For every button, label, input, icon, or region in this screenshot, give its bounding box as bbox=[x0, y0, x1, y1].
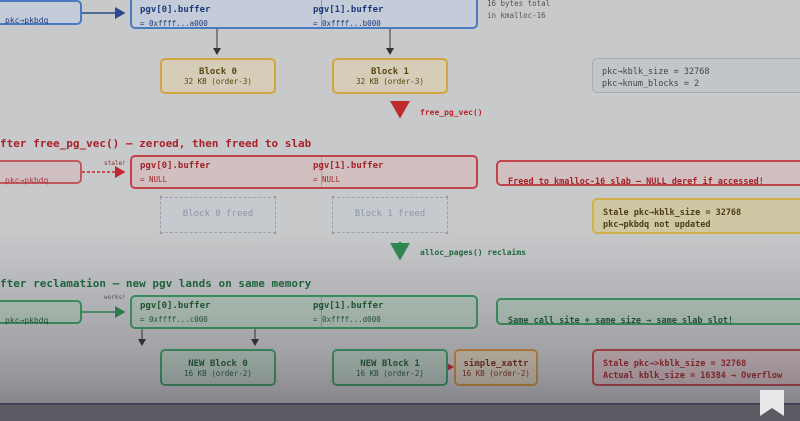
pkc-pointer-box: pkc→pkbdq bbox=[0, 300, 82, 325]
cell-value: = 0xffff...c000 bbox=[140, 315, 208, 324]
info-line: pkc→kblk_size = 32768 bbox=[602, 67, 710, 77]
pgv-cell-0: pgv[0].buffer = NULL bbox=[132, 157, 322, 187]
info-line: pkc→pkbdq not updated bbox=[603, 220, 711, 230]
pgv-cell-1: pgv[1].buffer = NULL bbox=[305, 157, 476, 187]
bottom-bar bbox=[0, 403, 800, 421]
pkc-label: pkc→pkbdq bbox=[5, 316, 49, 325]
block-title: NEW Block 1 bbox=[360, 359, 420, 369]
freed-block-0: Block 0 freed bbox=[160, 197, 276, 233]
cell-value: = NULL bbox=[140, 175, 168, 184]
section-heading-reclaimed: fter reclamation — new pgv lands on same… bbox=[0, 277, 312, 290]
freed-warning-box: Freed to kmalloc-16 slab — NULL deref if… bbox=[496, 160, 800, 187]
cell-value: = 0xffff...b000 bbox=[313, 19, 381, 28]
pkc-label: pkc→pkbdq bbox=[5, 16, 49, 25]
pkc-pointer-box: pkc→pkbdq bbox=[0, 160, 82, 185]
note-line: 16 bytes total bbox=[487, 0, 551, 8]
pgv-array-reclaimed: pgv[0].buffer = 0xffff...c000 pgv[1].buff… bbox=[130, 295, 478, 329]
block-size: 16 KB (order-2) bbox=[356, 369, 424, 378]
stale-info-box: Stale pkc→kblk_size = 32768 pkc→pkbdq not… bbox=[592, 198, 800, 234]
cell-name: pgv[0].buffer bbox=[140, 5, 211, 15]
block-size: 16 KB (order-2) bbox=[462, 369, 530, 378]
note-line: in kmalloc-16 bbox=[487, 11, 546, 20]
info-line: Stale pkc→>kblk_size = 32768 bbox=[603, 359, 747, 369]
step-label-free: free_pg_vec() bbox=[420, 108, 483, 117]
step-label-reclaim: alloc_pages() reclaims bbox=[420, 248, 526, 257]
cell-name: pgv[1].buffer bbox=[313, 301, 384, 311]
block-title: simple_xattr bbox=[463, 359, 529, 369]
cell-value: = 0xffff...a000 bbox=[140, 19, 208, 28]
block-size: 32 KB (order-3) bbox=[184, 77, 252, 86]
freed-block-1: Block 1 freed bbox=[332, 197, 448, 233]
pkc-pointer-box: pkc→pkbdq bbox=[0, 0, 82, 25]
pgv-cell-0: pgv[0].buffer = 0xffff...c000 bbox=[132, 297, 322, 327]
block-title: Block 1 bbox=[371, 67, 409, 77]
pgv-cell-1: pgv[1].buffer = 0xffff...d000 bbox=[305, 297, 476, 327]
info-line: pkc→knum_blocks = 2 bbox=[602, 79, 700, 89]
cell-value: = NULL bbox=[313, 175, 341, 184]
same-slot-note-box: Same call site + same size → same slab s… bbox=[496, 298, 800, 326]
cell-name: pgv[1].buffer bbox=[313, 5, 384, 15]
section-heading-freed: fter free_pg_vec() — zeroed, then freed … bbox=[0, 137, 312, 150]
warning-text: Freed to kmalloc-16 slab — NULL deref if… bbox=[508, 177, 764, 187]
pgv-array-freed: pgv[0].buffer = NULL pgv[1].buffer = NULL bbox=[130, 155, 478, 189]
stale-label: stale! bbox=[104, 160, 126, 167]
note-text: Same call site + same size → same slab s… bbox=[508, 316, 734, 326]
cell-value: = 0xffff...d000 bbox=[313, 315, 381, 324]
block-title: NEW Block 0 bbox=[188, 359, 248, 369]
block-title: Block 0 bbox=[199, 67, 237, 77]
cell-name: pgv[0].buffer bbox=[140, 301, 211, 311]
bookmark-icon[interactable] bbox=[758, 389, 786, 417]
kblk-info-box: pkc→kblk_size = 32768 pkc→knum_blocks = 2 bbox=[592, 58, 800, 93]
cell-name: pgv[1].buffer bbox=[313, 161, 384, 171]
pgv-array-before: pgv[0].buffer = 0xffff...a000 pgv[1].buff… bbox=[130, 0, 478, 29]
info-line: Stale pkc→kblk_size = 32768 bbox=[603, 208, 742, 218]
pgv-cell-1: pgv[1].buffer = 0xffff...b000 bbox=[305, 0, 476, 28]
size-note: 16 bytes total in kmalloc-16 bbox=[487, 0, 550, 22]
pgv-cell-0: pgv[0].buffer = 0xffff...a000 bbox=[132, 0, 322, 28]
info-line: Actual kblk_size = 16384 → Overflow bbox=[603, 371, 783, 381]
pkc-label: pkc→pkbdq bbox=[5, 176, 49, 185]
works-label: works! bbox=[104, 294, 126, 301]
cell-name: pgv[0].buffer bbox=[140, 161, 211, 171]
block-size: 16 KB (order-2) bbox=[184, 369, 252, 378]
block-size: 32 KB (order-3) bbox=[356, 77, 424, 86]
